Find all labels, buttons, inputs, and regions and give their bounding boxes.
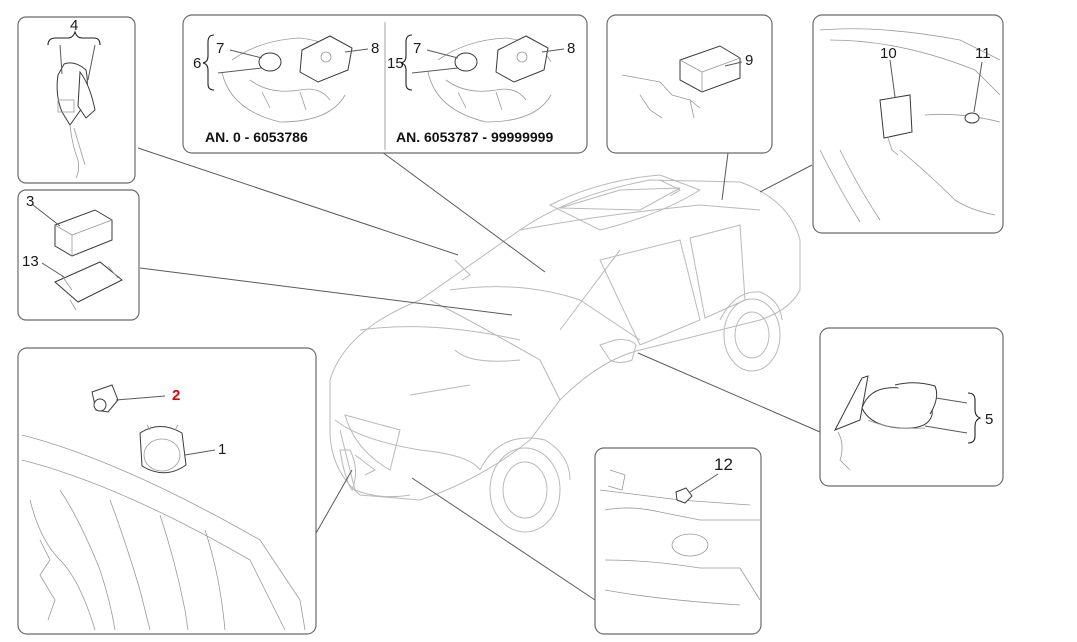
- callout-7-left: 7: [216, 40, 224, 57]
- callout-10: 10: [880, 45, 897, 62]
- callout-3: 3: [26, 193, 34, 210]
- panel-part-12: [594, 447, 762, 635]
- leader-lines: [137, 147, 821, 601]
- callout-9: 9: [745, 52, 753, 69]
- range-label-right: AN. 6053787 - 99999999: [396, 129, 553, 145]
- panel-parts-10-11: [812, 14, 1004, 234]
- range-label-left: AN. 0 - 6053786: [205, 129, 308, 145]
- panel-part-9: [606, 14, 773, 154]
- panel-part-4: [17, 16, 136, 184]
- panel-part-5: [819, 327, 1004, 487]
- panel-parts-1-2: [17, 347, 317, 635]
- callout-8-right: 8: [567, 40, 575, 57]
- callout-2-highlighted: 2: [172, 387, 180, 404]
- vehicle-outline: [329, 174, 801, 533]
- callout-5: 5: [985, 411, 993, 428]
- panel-parts-3-13: [17, 189, 140, 321]
- callout-8-left: 8: [371, 40, 379, 57]
- callout-4: 4: [70, 17, 78, 34]
- callout-1: 1: [218, 441, 226, 458]
- callout-13: 13: [22, 253, 39, 270]
- callout-labels: 4 3 13 6 7 8 15 7 8 AN. 0 - 6053786 AN. …: [22, 17, 993, 474]
- panel-parts-6-15: [182, 14, 588, 154]
- callout-7-right: 7: [413, 40, 421, 57]
- callout-6: 6: [193, 55, 201, 72]
- callout-12: 12: [714, 455, 733, 474]
- callout-11: 11: [975, 45, 991, 62]
- callout-15: 15: [387, 55, 404, 72]
